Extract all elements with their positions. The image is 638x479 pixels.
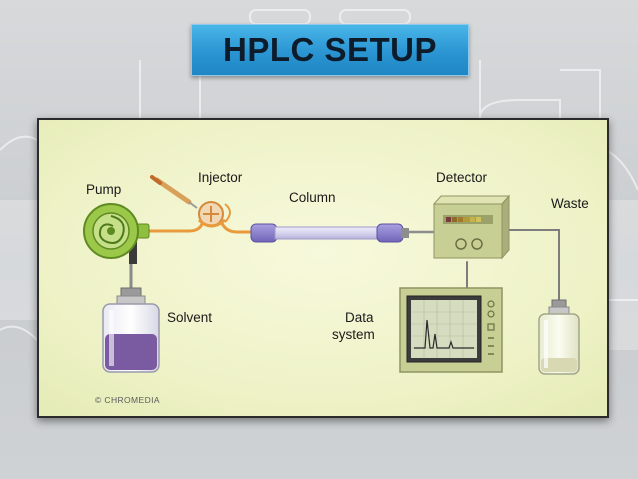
column [250,223,409,243]
waste-label: Waste [551,196,589,211]
data-system [399,287,503,373]
pump-label: Pump [86,182,121,197]
injector [150,175,231,228]
chromedia-credit: © CHROMEDIA [95,395,160,405]
solvent-label: Solvent [167,310,212,325]
injector-label: Injector [198,170,243,185]
data-system-label-line2: system [332,327,375,342]
pump [83,203,150,264]
solvent-bottle [102,287,160,373]
detector-label: Detector [436,170,488,185]
slide-title: HPLC SETUP [222,31,438,68]
slide-title-banner: HPLC SETUP [191,24,469,76]
detector [432,194,511,260]
hplc-diagram: Pump Injector Column Detector Waste Solv… [39,120,607,416]
column-label: Column [289,190,336,205]
data-system-label-line1: Data [345,310,374,325]
waste-bottle [538,299,580,375]
hplc-diagram-panel: Pump Injector Column Detector Waste Solv… [37,118,609,418]
